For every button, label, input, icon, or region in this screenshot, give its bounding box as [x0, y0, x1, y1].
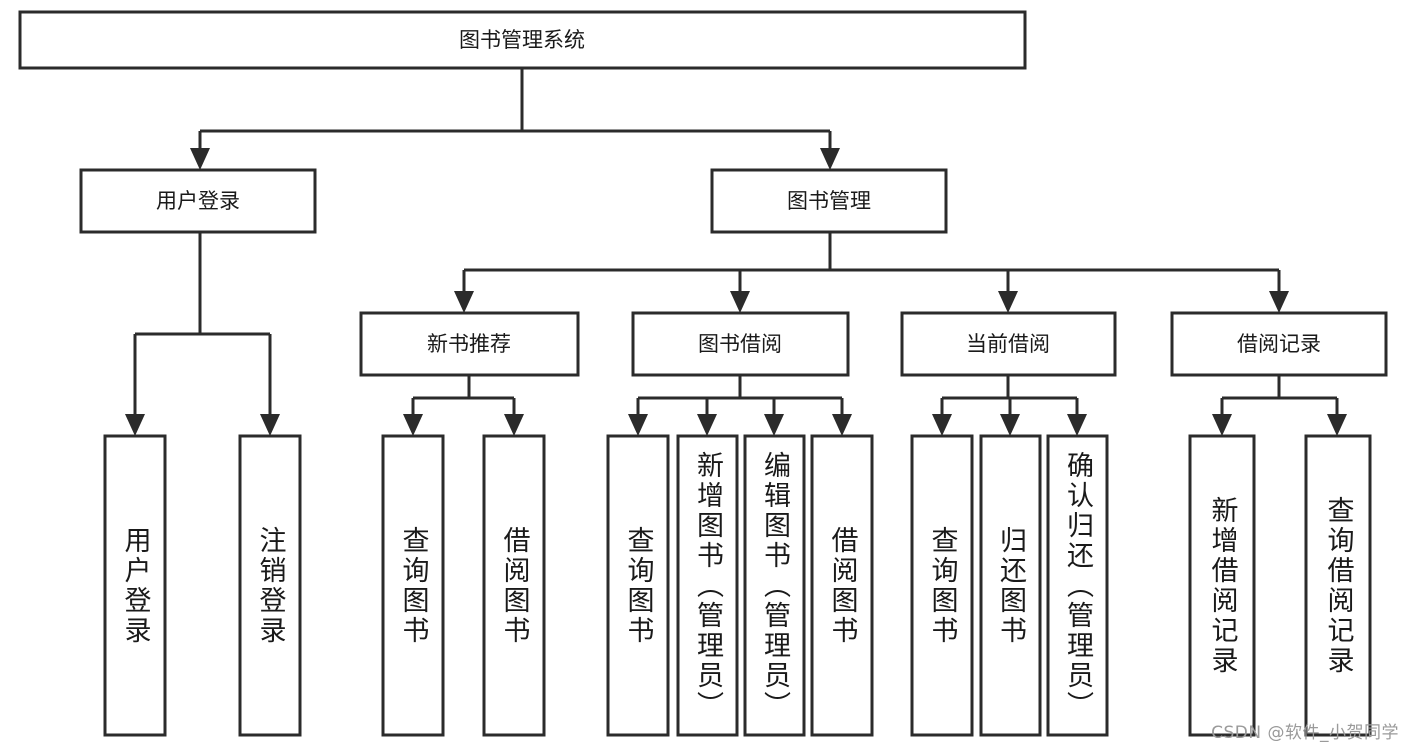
- node-leaf-return-book[interactable]: [979, 434, 1042, 737]
- node-leaf-query-book-3[interactable]: [910, 434, 974, 737]
- node-level3-new-book-recommend-label: 新书推荐: [427, 332, 511, 356]
- node-leaf-add-borrow-record[interactable]: [1188, 434, 1256, 737]
- node-root-label: 图书管理系统: [459, 28, 585, 52]
- connector-group-root-to-level2: [190, 68, 840, 170]
- arrow-head-leaf-bookborrow-2: [697, 414, 717, 436]
- node-level3-book-borrow[interactable]: [631, 311, 850, 377]
- connector-group-borrow-records-children: [1212, 375, 1347, 436]
- node-leaf-query-borrow-record[interactable]: [1304, 434, 1372, 737]
- arrow-head-leaf-bookborrow-4: [832, 414, 852, 436]
- arrow-head-book-borrow: [730, 291, 750, 313]
- node-level3-borrow-records[interactable]: [1170, 311, 1388, 377]
- arrow-head-user-login: [190, 148, 210, 170]
- connector-group-book-borrow-children: [628, 375, 852, 436]
- arrow-head-new-book: [454, 291, 474, 313]
- arrow-head-leaf-newbook-1: [403, 414, 423, 436]
- arrow-head-book-manage: [820, 148, 840, 170]
- node-leaf-user-login[interactable]: [103, 434, 167, 737]
- arrow-head-leaf-borrowrec-1: [1212, 414, 1232, 436]
- arrow-head-leaf-user-1: [125, 414, 145, 436]
- node-leaf-logout[interactable]: [238, 434, 302, 737]
- node-level3-current-borrow[interactable]: [900, 311, 1117, 377]
- node-leaf-confirm-return-admin[interactable]: [1046, 434, 1109, 737]
- arrow-head-borrow-records: [1269, 291, 1289, 313]
- arrow-head-leaf-bookborrow-3: [764, 414, 784, 436]
- arrow-head-leaf-currentborrow-2: [1000, 414, 1020, 436]
- node-leaf-query-book-2[interactable]: [606, 434, 670, 737]
- node-level2-book-management[interactable]: [710, 168, 948, 234]
- node-level2-user-login[interactable]: [79, 168, 317, 234]
- connector-group-user-login-children: [125, 232, 280, 436]
- arrow-head-leaf-newbook-2: [504, 414, 524, 436]
- node-level3-borrow-records-label: 借阅记录: [1237, 332, 1321, 356]
- arrow-head-leaf-user-2: [260, 414, 280, 436]
- arrow-head-leaf-borrowrec-2: [1327, 414, 1347, 436]
- arrow-head-leaf-currentborrow-3: [1067, 414, 1087, 436]
- node-level3-current-borrow-label: 当前借阅: [966, 332, 1050, 356]
- arrow-head-leaf-bookborrow-1: [628, 414, 648, 436]
- arrow-head-current-borrow: [998, 291, 1018, 313]
- node-root-book-management-system[interactable]: [18, 10, 1027, 70]
- node-level2-book-management-label: 图书管理: [787, 189, 871, 213]
- node-level2-user-login-label: 用户登录: [156, 189, 240, 213]
- node-leaf-add-book-admin[interactable]: [676, 434, 739, 737]
- watermark-label: CSDN @软件_小贺同学: [1211, 723, 1399, 743]
- connector-group-new-book-children: [403, 375, 524, 436]
- node-leaf-query-book-1[interactable]: [381, 434, 445, 737]
- node-leaf-borrow-book-2[interactable]: [810, 434, 874, 737]
- node-leaf-edit-book-admin[interactable]: [743, 434, 806, 737]
- node-level3-book-borrow-label: 图书借阅: [698, 332, 782, 356]
- connector-group-current-borrow-children: [932, 375, 1087, 436]
- node-level3-new-book-recommend[interactable]: [359, 311, 580, 377]
- connector-group-book-manage-children: [454, 232, 1289, 313]
- arrow-head-leaf-currentborrow-1: [932, 414, 952, 436]
- node-leaf-borrow-book-1[interactable]: [482, 434, 546, 737]
